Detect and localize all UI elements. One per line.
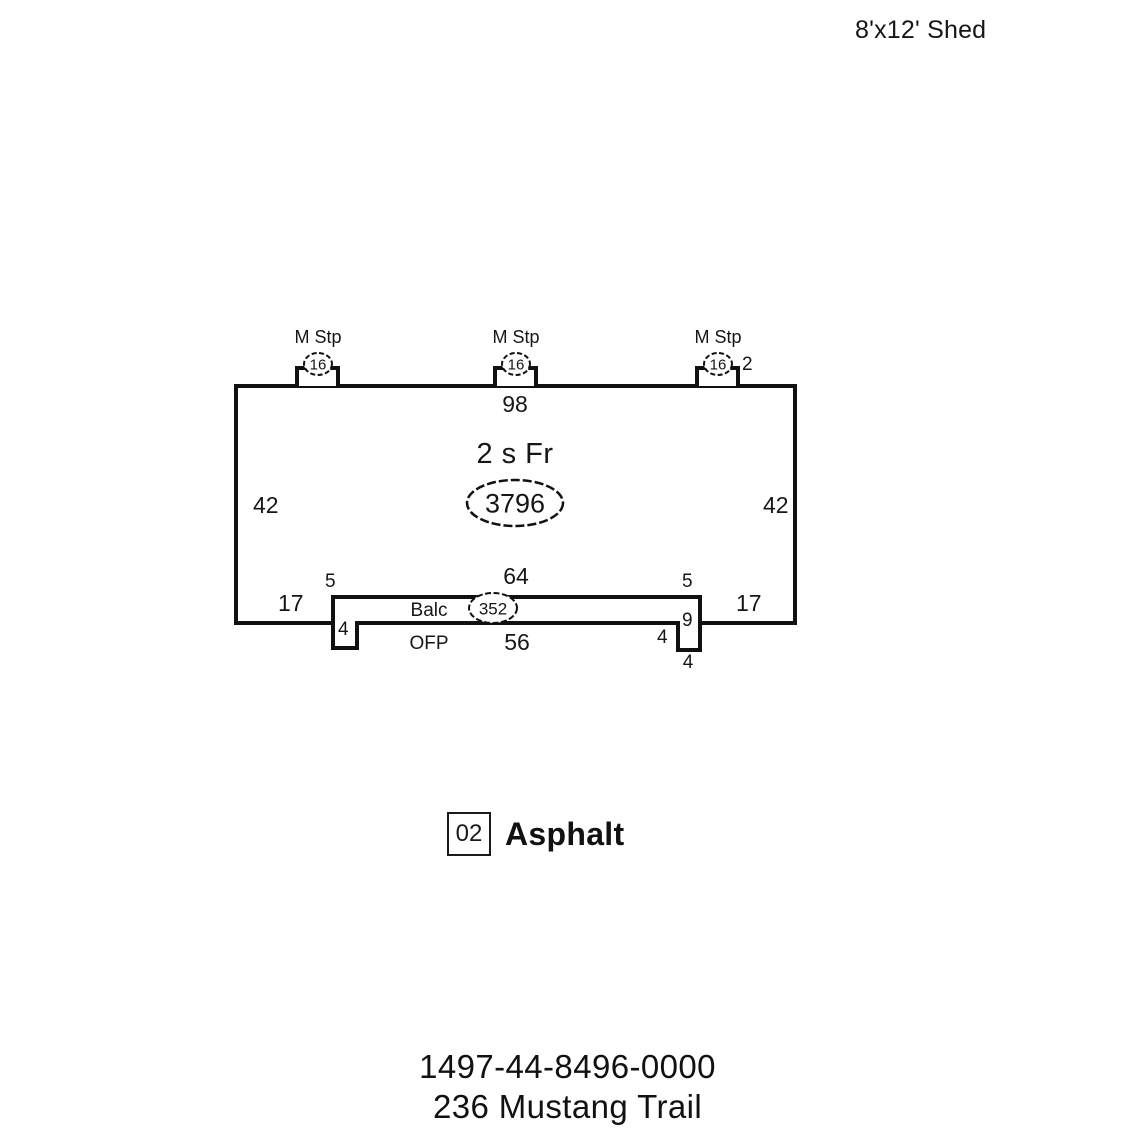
addition-left-offset-dimension: 5: [325, 571, 336, 592]
addition-right-notch-bottom-dimension: 4: [682, 652, 694, 673]
addition-area-ellipse: [468, 592, 518, 624]
footer: 1497-44-8496-0000 236 Mustang Trail: [0, 1047, 1135, 1128]
addition-lower-use-label: OFP: [409, 633, 449, 654]
addition-right-offset-dimension: 5: [682, 571, 693, 592]
stoop-3-value: 16: [709, 356, 727, 374]
legend-description: Asphalt: [505, 815, 625, 852]
parcel-id: 1497-44-8496-0000: [419, 1048, 716, 1085]
legend: 02 Asphalt: [447, 812, 624, 856]
stoop-1-value: 16: [309, 356, 327, 374]
stoop-1-area-ellipse: [303, 352, 333, 376]
stoop-1-label: M Stp: [294, 327, 342, 347]
stoop-2-value: 16: [507, 356, 525, 374]
addition-bottom-dimension: 56: [504, 629, 530, 655]
addition-right-notch-dimension: 4: [657, 627, 668, 648]
stoop-3-area-ellipse: [703, 352, 733, 376]
main-structure-area: 3796: [484, 488, 546, 519]
stoop-2-label: M Stp: [492, 327, 540, 347]
stoop-2-area-ellipse: [501, 352, 531, 376]
property-address: 236 Mustang Trail: [432, 1088, 703, 1126]
addition-area: 352: [478, 599, 508, 619]
addition-left-notch-dimension: 4: [338, 619, 349, 640]
main-area-ellipse: [465, 478, 565, 528]
addition-right-depth-dimension: 9: [682, 610, 693, 631]
main-top-dimension: 98: [502, 391, 528, 417]
addition-upper-use-label: Balc: [410, 600, 448, 621]
main-bottom-left-dimension: 17: [278, 590, 304, 616]
shed-note-label: 8'x12' Shed: [855, 16, 987, 44]
main-structure-label: 2 s Fr: [476, 438, 554, 470]
stoop-2-shape: [493, 352, 538, 386]
stoop-3-side-dimension: 2: [742, 354, 753, 375]
legend-code-box: 02: [447, 812, 491, 856]
addition-top-dimension: 64: [503, 563, 529, 589]
main-left-dimension: 42: [253, 492, 279, 518]
main-right-dimension: 42: [763, 492, 789, 518]
stoop-3-label: M Stp: [694, 327, 742, 347]
main-bottom-right-dimension: 17: [736, 590, 762, 616]
stoop-3-shape: [695, 352, 740, 386]
stoop-1-shape: [295, 352, 340, 386]
